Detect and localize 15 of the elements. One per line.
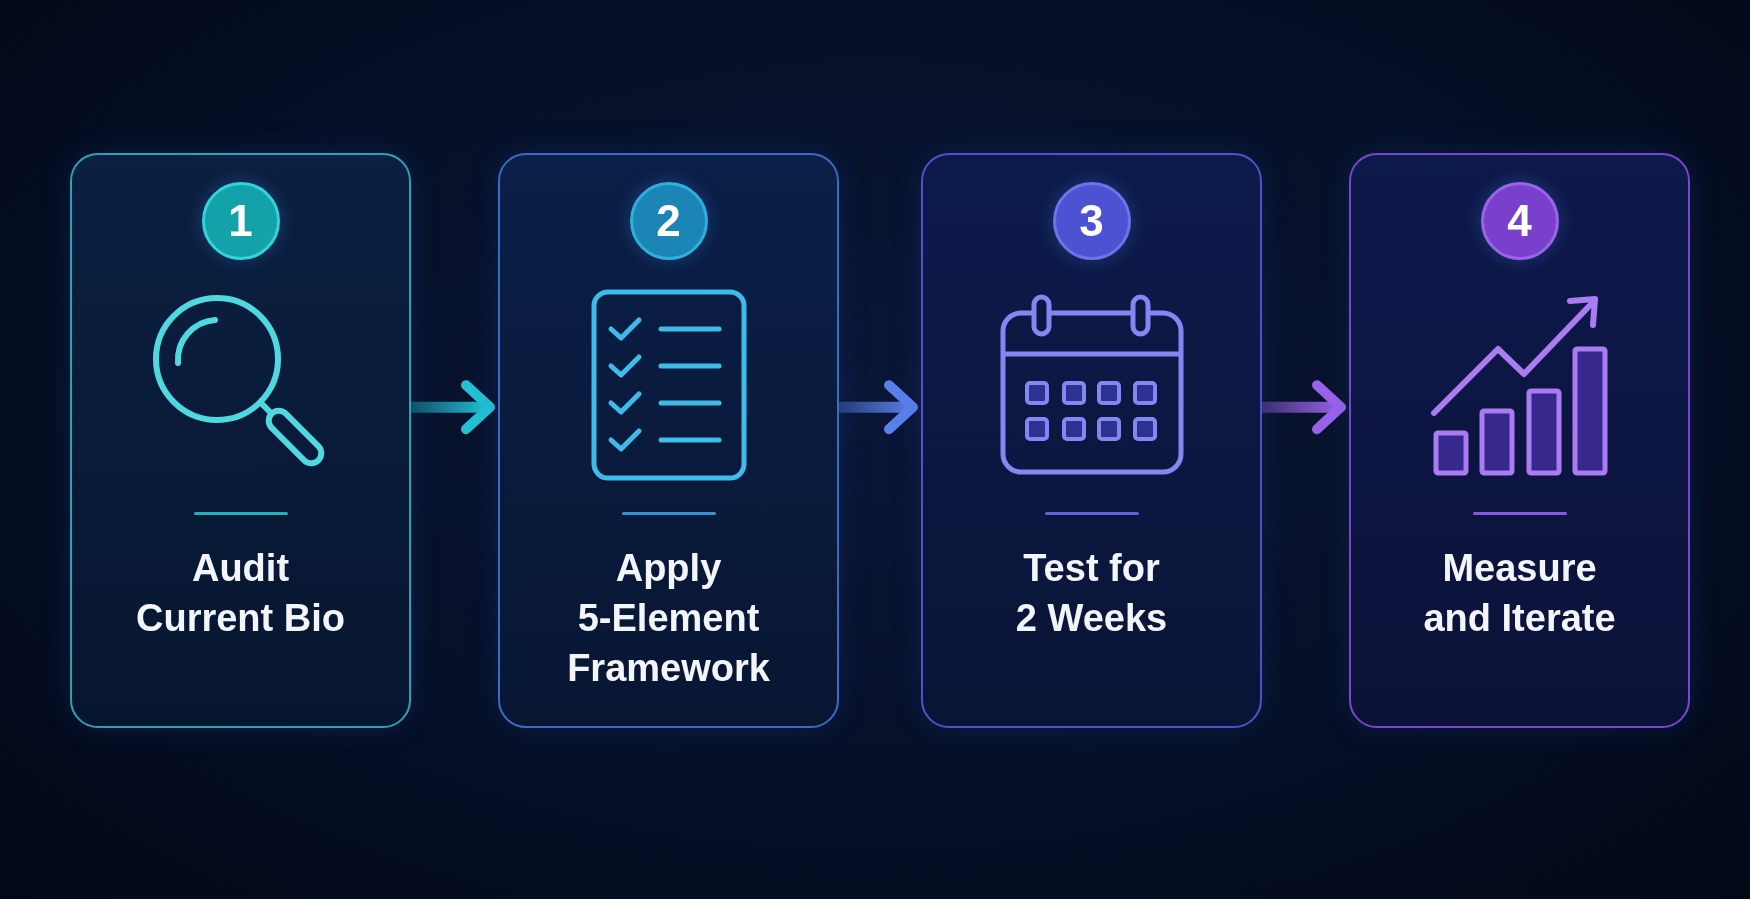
step-card bbox=[70, 153, 411, 728]
arrow bbox=[839, 380, 918, 435]
step-number-badge: 3 bbox=[1052, 182, 1131, 260]
step-title: Measure and Iterate bbox=[1422, 546, 1617, 641]
step-card bbox=[498, 153, 839, 728]
step-title: Apply 5-Element Framework bbox=[566, 546, 771, 691]
step-title: Test for 2 Weeks bbox=[1014, 546, 1169, 641]
step-number-badge: 1 bbox=[201, 182, 280, 260]
step-title: Audit Current Bio bbox=[135, 546, 346, 641]
arrow bbox=[1262, 380, 1346, 435]
step-card bbox=[921, 153, 1262, 728]
step-number-badge: 2 bbox=[629, 182, 708, 260]
step-card bbox=[1349, 153, 1690, 728]
step-number-badge: 4 bbox=[1480, 182, 1559, 260]
arrow bbox=[411, 380, 495, 435]
